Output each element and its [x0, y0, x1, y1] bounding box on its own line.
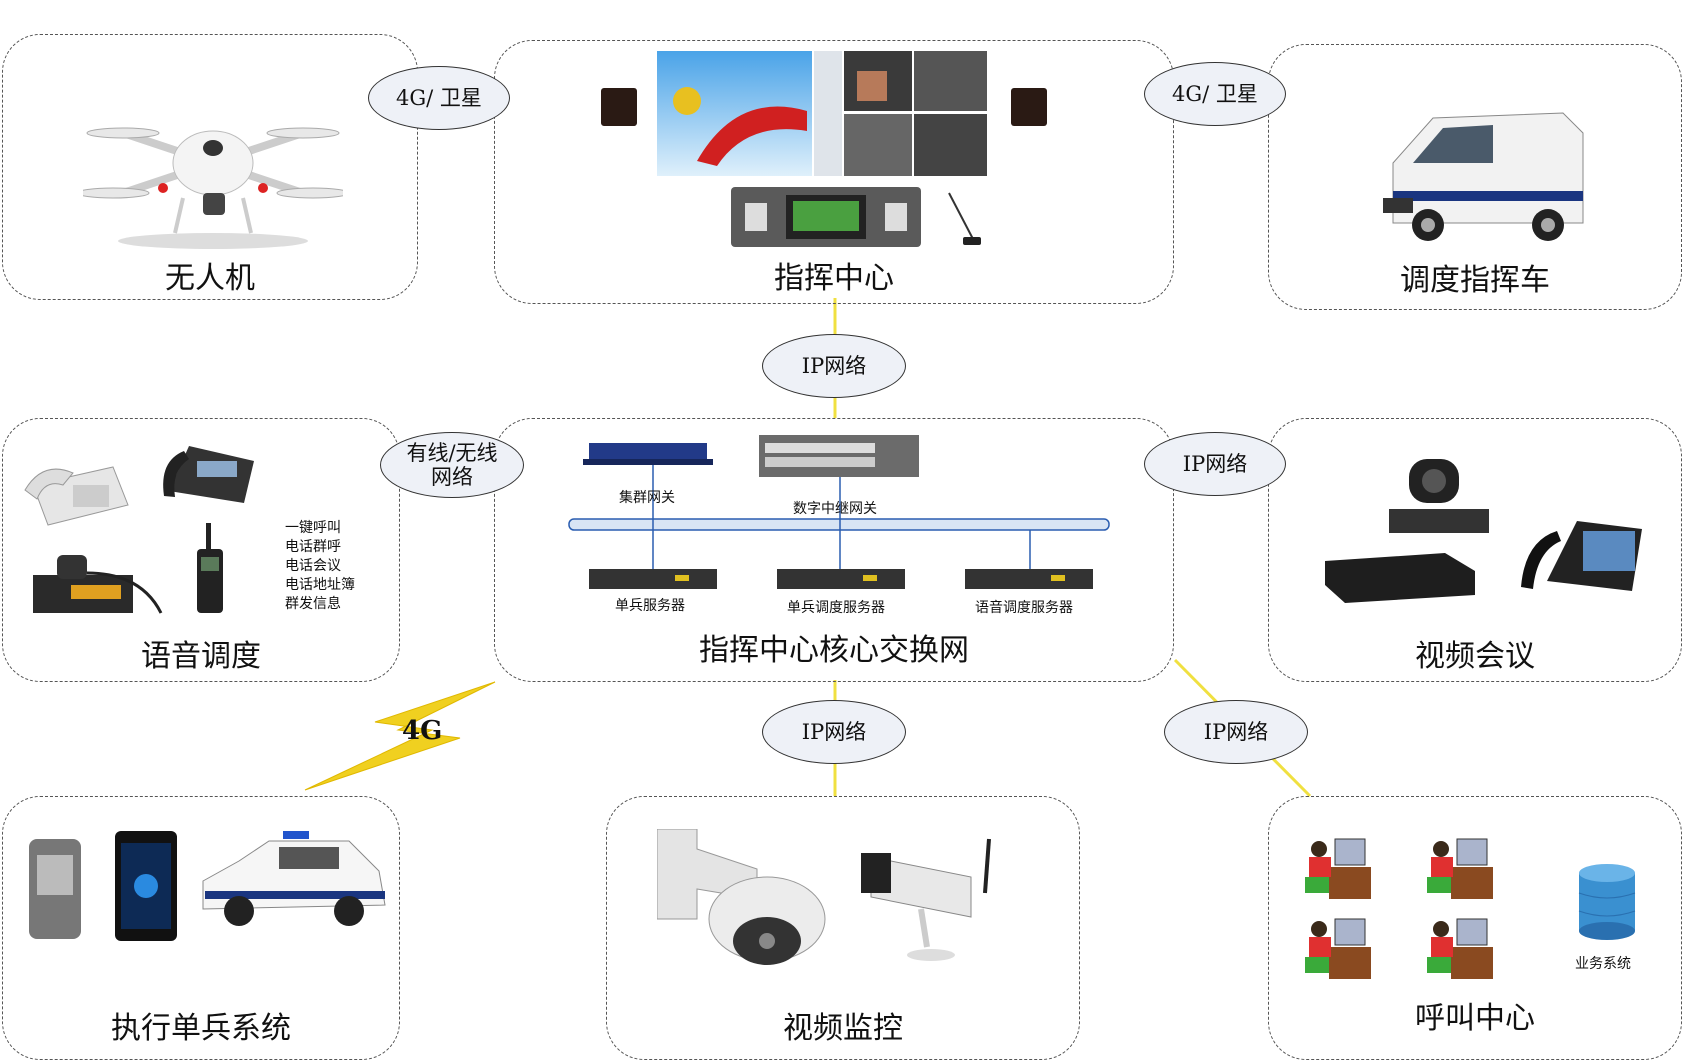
link-core-videoconf-label: IP网络 [1144, 432, 1286, 496]
core-bus-lines [568, 435, 1110, 589]
soldier-dispatch-server-label: 单兵调度服务器 [787, 600, 885, 616]
soldier-system-title: 执行单兵系统 [111, 1011, 291, 1046]
database-icon [1578, 864, 1636, 940]
link-soldier-core-label: 4G [402, 716, 443, 746]
smartphone-icon [115, 831, 177, 941]
link-voice-core-label: 有线/无线 网络 [380, 432, 524, 498]
voice-dispatch-server-label: 语音调度服务器 [975, 600, 1073, 616]
dispatch-vehicle-box: 调度指挥车 [1268, 44, 1682, 310]
radio-station-icon [33, 555, 163, 614]
voice-dispatch-box: 一键呼叫 电话群呼 电话会议 电话地址簿 群发信息 语音调度 [2, 418, 400, 682]
console-icon [731, 187, 921, 247]
call-center-box: 业务系统 呼叫中心 [1268, 796, 1682, 1060]
ptz-camera-icon [1389, 459, 1489, 533]
codec-box-icon [1325, 553, 1475, 603]
feature-one-key-call: 一键呼叫 [285, 520, 341, 536]
video-surveillance-box: 视频监控 [606, 796, 1080, 1060]
link-center-core-label: IP网络 [762, 334, 906, 398]
core-network-title: 指挥中心核心交换网 [699, 633, 969, 668]
video-wall-icon [657, 51, 987, 176]
desk-phone-icon [24, 466, 129, 526]
microphone-icon [948, 192, 981, 245]
ip-phone-icon [163, 446, 254, 503]
police-car-icon [202, 831, 386, 926]
voice-dispatch-title: 语音调度 [141, 639, 261, 674]
walkie-talkie-icon [197, 523, 223, 613]
voice-feature-list: 一键呼叫 电话群呼 电话会议 电话地址簿 群发信息 [285, 519, 355, 614]
dome-camera-icon [657, 829, 826, 965]
drone-title: 无人机 [165, 261, 255, 296]
video-phone-icon [1521, 521, 1642, 591]
soldier-system-box: 执行单兵系统 [2, 796, 400, 1060]
link-core-callcenter-label: IP网络 [1164, 700, 1308, 764]
link-drone-center-label: 4G/ 卫星 [368, 66, 510, 130]
video-conference-box: 视频会议 [1268, 418, 1682, 682]
core-network-box: 集群网关 数字中继网关 单兵服务器 单兵调度服务器 语音调度服务器 指挥中心核心… [494, 418, 1174, 682]
feature-address-book: 电话地址簿 [285, 577, 355, 593]
lightning-bolt-icon [304, 681, 496, 791]
drone-box: 无人机 [2, 34, 418, 300]
handheld-terminal-icon [29, 839, 81, 939]
dispatch-vehicle-icon [1383, 112, 1584, 241]
call-center-title: 呼叫中心 [1415, 1001, 1535, 1036]
bullet-camera-icon [861, 838, 991, 961]
right-speaker-icon [1011, 88, 1047, 126]
video-surveillance-title: 视频监控 [783, 1011, 903, 1046]
link-vehicle-center-label: 4G/ 卫星 [1144, 62, 1286, 126]
feature-phone-conference: 电话会议 [285, 558, 341, 574]
feature-group-call: 电话群呼 [285, 539, 341, 555]
drone-icon [83, 127, 343, 249]
command-center-title: 指挥中心 [774, 261, 894, 296]
call-center-agents-icon [1304, 838, 1494, 980]
link-core-surveillance-label: IP网络 [762, 700, 906, 764]
soldier-server-label: 单兵服务器 [615, 598, 685, 614]
cluster-gateway-label: 集群网关 [619, 490, 675, 506]
digital-relay-gateway-label: 数字中继网关 [793, 501, 877, 517]
command-center-box: 指挥中心 [494, 40, 1174, 304]
link-voice-core-text: 有线/无线 网络 [406, 440, 498, 489]
feature-group-message: 群发信息 [285, 596, 341, 612]
dispatch-vehicle-title: 调度指挥车 [1400, 263, 1550, 298]
video-conference-title: 视频会议 [1415, 639, 1535, 674]
business-system-label: 业务系统 [1575, 956, 1631, 972]
left-speaker-icon [601, 88, 637, 126]
